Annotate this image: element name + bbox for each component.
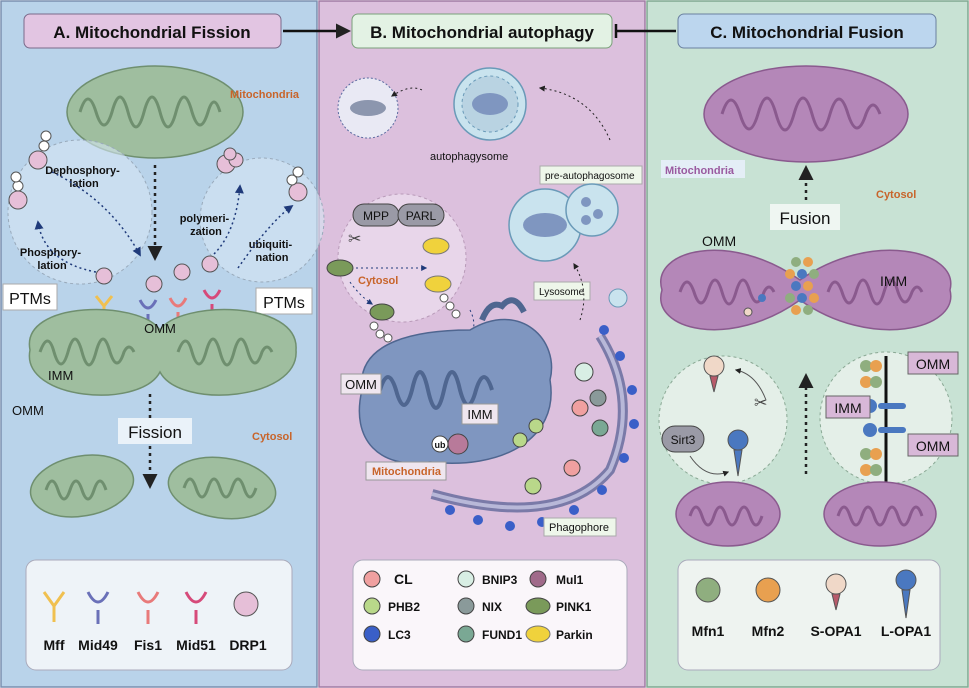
legend-b-nix: NIX — [482, 600, 502, 614]
cl-icon — [363, 570, 381, 588]
imm-box-label: IMM — [834, 400, 861, 416]
imm-b-label: IMM — [467, 407, 492, 422]
panel-b-title: B. Mitochondrial autophagy — [370, 23, 594, 42]
pre-autophagosome-label: pre-autophagosome — [545, 171, 635, 182]
legend-b-pink1: PINK1 — [556, 600, 592, 614]
lc3-icon — [363, 625, 381, 643]
panel-b-title-box — [351, 13, 613, 49]
omm-c-label: OMM — [702, 233, 736, 249]
fis1-icon — [136, 591, 160, 624]
lysosome-label: Lysosome — [539, 287, 585, 298]
mitochondria-label: Mitochondria — [230, 89, 300, 101]
cytosol-c-label: Cytosol — [876, 189, 916, 201]
phb2-icon — [363, 597, 381, 615]
nix-icon — [457, 597, 475, 615]
legend-b-bnip3: BNIP3 — [482, 573, 518, 587]
mid51-icon — [184, 591, 208, 624]
omm-b-label: OMM — [345, 377, 377, 392]
legend-a-mff: Mff — [44, 637, 65, 653]
mid49-icon — [86, 591, 110, 624]
phagophore-label: Phagophore — [549, 522, 609, 534]
ptms-left-label: PTMs — [9, 291, 51, 308]
legend-a-mid49: Mid49 — [78, 637, 118, 653]
mpp-label: MPP — [363, 209, 389, 223]
legend-b-parkin: Parkin — [556, 628, 593, 642]
legend-b-lc3: LC3 — [388, 628, 411, 642]
parl-label: PARL — [406, 209, 437, 223]
legend-b — [352, 559, 628, 671]
legend-b-phb2: PHB2 — [388, 600, 420, 614]
dephosphorylation-label: Dephosphory- lation — [45, 165, 123, 190]
omm-left-label: OMM — [12, 403, 44, 418]
fund1-icon — [457, 625, 475, 643]
legend-a-mid51: Mid51 — [176, 637, 216, 653]
mul1-icon — [529, 570, 547, 588]
legend-b-cl: CL — [394, 571, 413, 587]
mfn1-icon — [695, 577, 721, 603]
legend-a-fis1: Fis1 — [134, 637, 162, 653]
s-opa1-icon — [825, 573, 847, 611]
ub-label: ub — [435, 440, 446, 450]
panel-b: autophagysome pre-autophagosome Lysosome… — [326, 67, 643, 671]
scissors-icon: ✂ — [348, 231, 361, 248]
parkin-icon — [525, 625, 551, 643]
l-opa1-icon — [895, 569, 917, 619]
dividing-mitochondrion — [28, 308, 297, 396]
ptms-right-label: PTMs — [263, 295, 305, 312]
scissors-c-icon: ✂ — [754, 395, 767, 412]
cytosol-b-label: Cytosol — [358, 275, 398, 287]
legend-c — [677, 559, 941, 671]
top-mitochondrion — [66, 65, 244, 159]
panel-c: Mitochondria Cytosol Fusion OMM IMM Sirt… — [658, 65, 959, 671]
daughter-mitochondria — [29, 454, 277, 520]
legend-c-s-opa1: S-OPA1 — [810, 623, 861, 639]
panel-a-title-box — [23, 13, 282, 49]
imm-c-label: IMM — [880, 273, 907, 289]
legend-c-l-opa1: L-OPA1 — [881, 623, 932, 639]
mfn2-icon — [755, 577, 781, 603]
panel-a: Mitochondria Dephosphory- lation Phospho… — [2, 65, 325, 671]
fusion-label: Fusion — [779, 209, 830, 228]
separate-mitochondria — [675, 481, 937, 547]
legend-a-drp1: DRP1 — [229, 637, 267, 653]
omm-box-bottom-label: OMM — [916, 438, 950, 454]
polymerization-label: polymeri- zation — [180, 213, 233, 238]
phosphorylation-label: Phosphory- lation — [20, 247, 84, 272]
drp1-icon — [233, 591, 259, 617]
omm-box-top-label: OMM — [916, 356, 950, 372]
mitochondria-c-label: Mitochondria — [665, 165, 735, 177]
autophagysome-label: autophagysome — [430, 151, 508, 163]
ubiquitination-label: ubiquiti- nation — [249, 239, 295, 264]
damaged-mitochondrion — [358, 297, 553, 464]
legend-b-mul1: Mul1 — [556, 573, 584, 587]
fused-mitochondrion — [703, 65, 909, 163]
imm-label: IMM — [48, 368, 73, 383]
legend-c-mfn2: Mfn2 — [752, 623, 785, 639]
panel-c-title-box — [677, 13, 937, 49]
mitochondria-b-label: Mitochondria — [372, 466, 442, 478]
mff-icon — [42, 591, 66, 622]
omm-top-label: OMM — [144, 321, 176, 336]
pink1-icon — [525, 597, 551, 615]
dephos-region — [7, 139, 153, 285]
legend-c-mfn1: Mfn1 — [692, 623, 725, 639]
bnip3-icon — [457, 570, 475, 588]
legend-a — [25, 559, 293, 671]
sirt3-region — [658, 355, 788, 485]
fission-label: Fission — [128, 423, 182, 442]
panel-a-title: A. Mitochondrial Fission — [53, 23, 250, 42]
cytosol-label: Cytosol — [252, 431, 292, 443]
panel-c-title: C. Mitochondrial Fusion — [710, 23, 904, 42]
sirt3-label: Sirt3 — [671, 433, 696, 447]
legend-b-fund1: FUND1 — [482, 628, 522, 642]
